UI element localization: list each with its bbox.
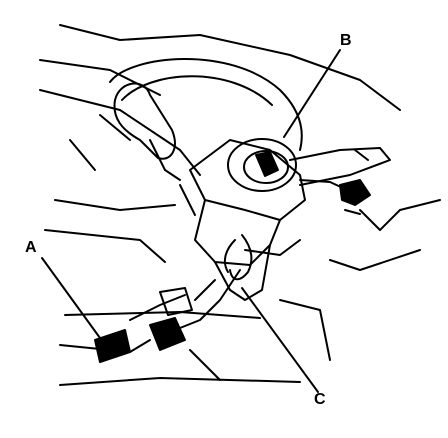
wire-harness <box>129 234 301 331</box>
lower-panel <box>59 311 301 386</box>
leader-line-b <box>283 49 341 138</box>
steering-column <box>179 139 306 301</box>
leader-line-c <box>241 287 319 393</box>
callout-b: B <box>340 32 352 49</box>
leader-line-a <box>41 257 101 339</box>
wheel-spoke <box>113 82 181 181</box>
lower-connectors <box>94 287 193 363</box>
callout-c: C <box>314 391 326 408</box>
dashboard-panel <box>39 24 441 361</box>
steering-wheel-rim <box>109 58 303 151</box>
right-connector <box>339 179 371 215</box>
callout-a: A <box>25 239 37 256</box>
combination-switch <box>227 138 391 196</box>
